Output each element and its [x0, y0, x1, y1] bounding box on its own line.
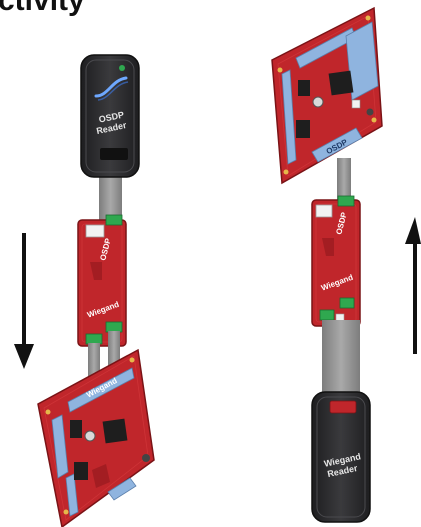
right-assembly: OSDP OSDP Wiegand	[272, 8, 421, 522]
controller-right-chip-3	[296, 120, 310, 138]
arrow-down-icon	[14, 233, 34, 369]
controller-right-chip-2	[298, 80, 310, 96]
controller-board-right: OSDP	[272, 8, 382, 183]
controller-board-left: Wiegand	[38, 350, 154, 527]
controller-left-chip-3	[74, 462, 88, 480]
converter-board-left: OSDP Wiegand	[78, 215, 126, 346]
converter-right-bottom-green-connector-1	[320, 310, 334, 320]
converter-board-right: OSDP Wiegand	[312, 196, 360, 328]
wiegand-reader: Wiegand Reader	[312, 392, 370, 522]
converter-right-bottom-green-connector-2	[340, 298, 354, 308]
arrow-up-icon	[405, 217, 421, 354]
converter-right-top-white-connector	[316, 205, 332, 217]
reader-keypad-slot	[100, 148, 128, 160]
controller-left-chip-2	[70, 420, 82, 438]
converter-left-bottom-green-connector-1	[86, 334, 102, 344]
status-led-icon	[119, 65, 125, 71]
left-assembly: OSDP Reader OSDP Wiegand	[14, 55, 154, 527]
controller-right-white-part	[352, 100, 360, 108]
controller-right-jack	[367, 109, 374, 116]
osdp-reader: OSDP Reader	[81, 55, 139, 177]
converter-left-bottom-green-connector-2	[106, 322, 122, 332]
cable-converter-to-reader-right	[322, 320, 360, 400]
converter-right-top-green-connector	[338, 196, 354, 206]
reader-stripe	[330, 401, 356, 413]
controller-left-chip-1	[103, 419, 128, 444]
controller-right-chip-1	[329, 71, 354, 96]
controller-left-jack	[142, 454, 150, 462]
controller-left-capacitor	[85, 431, 95, 441]
converter-left-top-white-connector	[86, 225, 104, 237]
converter-left-top-green-connector	[106, 215, 122, 225]
controller-right-capacitor	[313, 97, 323, 107]
